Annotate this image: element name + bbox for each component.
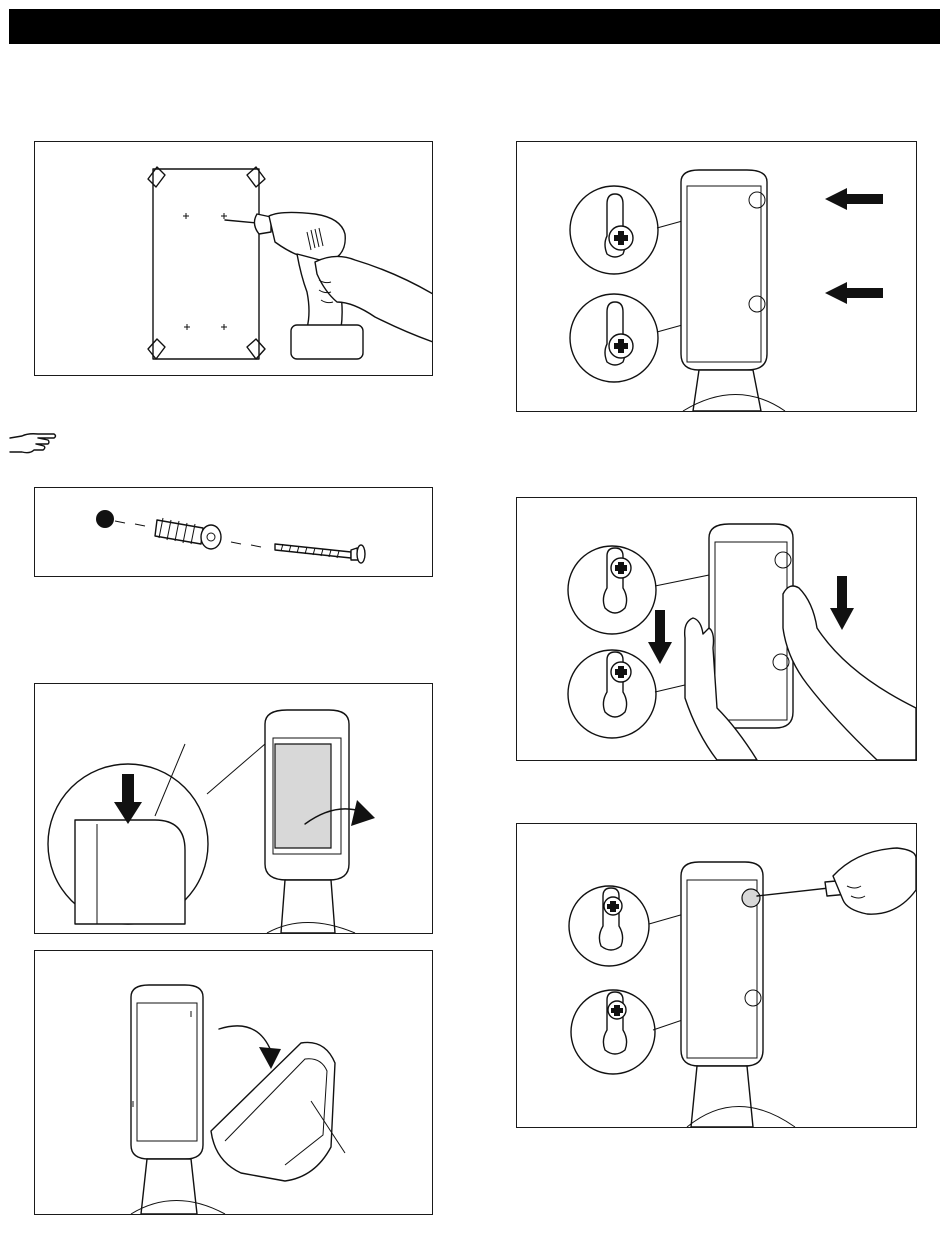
figure-lower-onto-screws xyxy=(516,497,917,761)
figure-anchor-and-screw xyxy=(34,487,433,577)
figure-attach-cover xyxy=(34,950,433,1215)
zoom-callout xyxy=(48,744,265,924)
remote-holder xyxy=(681,862,795,1127)
wall-template xyxy=(148,167,265,359)
arrow-icon xyxy=(825,188,883,304)
wall-anchor-icon xyxy=(96,510,261,549)
remote-holder xyxy=(681,170,785,411)
header-bar xyxy=(9,9,940,44)
figure-drill-wall-template xyxy=(34,141,433,376)
screwdriver-icon xyxy=(757,848,916,914)
remote-holder xyxy=(131,985,225,1214)
figure-slide-onto-screws xyxy=(516,141,917,412)
figure-remove-battery-cover xyxy=(34,683,433,934)
pointing-hand-icon xyxy=(8,430,58,456)
curved-arrow-icon xyxy=(219,1026,281,1069)
remote-holder xyxy=(709,524,793,728)
figure-tighten-screws xyxy=(516,823,917,1128)
remote-holder xyxy=(265,710,355,933)
battery-cover xyxy=(211,1042,345,1181)
screw-icon xyxy=(275,544,365,563)
